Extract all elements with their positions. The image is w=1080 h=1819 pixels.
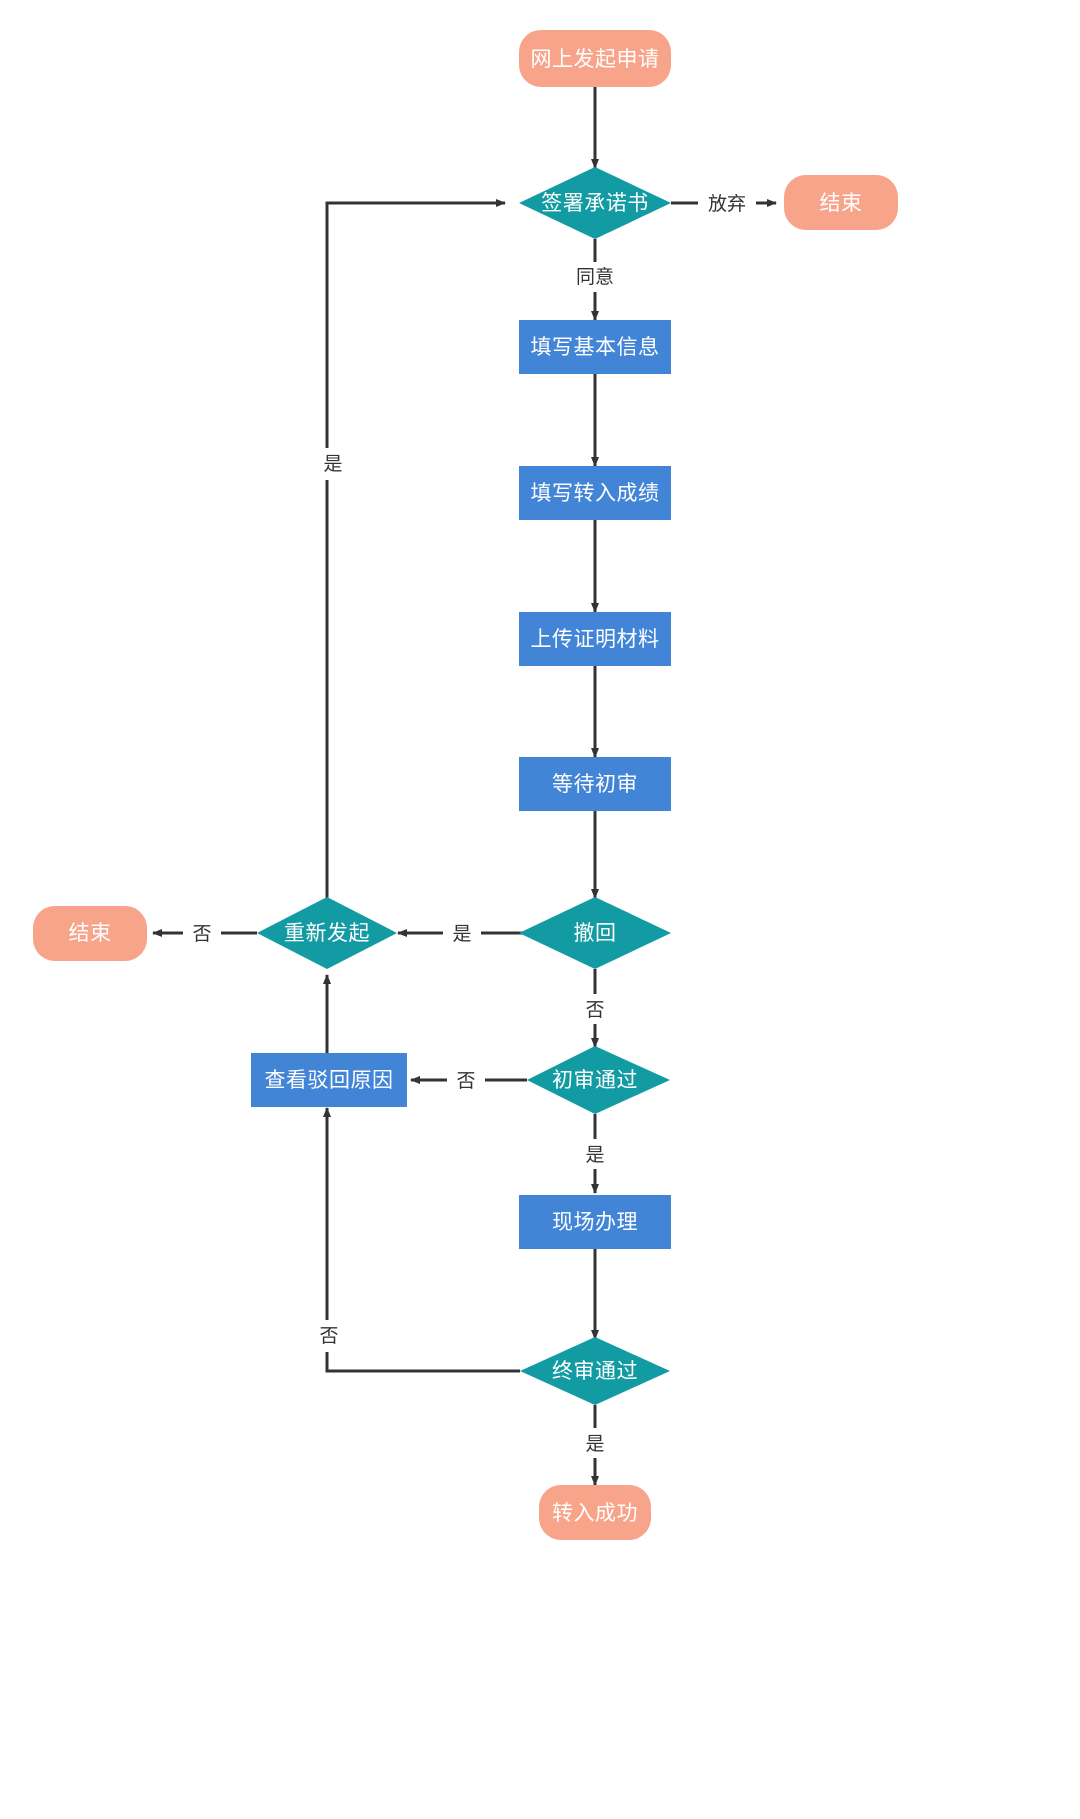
svg-text:放弃: 放弃 [708,193,746,215]
edge-label-restart-yes: 是 [308,448,346,480]
svg-text:终审通过: 终审通过 [552,1359,638,1383]
svg-text:等待初审: 等待初审 [552,772,638,796]
svg-text:初审通过: 初审通过 [552,1068,638,1092]
svg-text:填写基本信息: 填写基本信息 [531,335,660,359]
node-wait-first-review[interactable]: 等待初审 [519,757,671,811]
svg-text:网上发起申请: 网上发起申请 [531,47,660,71]
edge-label-first-pass-yes: 是 [576,1139,614,1169]
svg-text:是: 是 [585,1144,604,1166]
node-onsite-processing[interactable]: 现场办理 [519,1195,671,1249]
edge-restart-to-sign [325,199,506,898]
edge-label-restart-no: 否 [183,918,221,948]
node-restart-application[interactable]: 重新发起 [257,897,397,969]
edge-label-final-pass-no: 否 [308,1320,346,1352]
node-first-review-passed[interactable]: 初审通过 [527,1046,670,1114]
svg-text:重新发起: 重新发起 [284,921,370,945]
edge-label-withdraw-yes: 是 [443,918,481,948]
nodes-layer: 网上发起申请 签署承诺书 结束 填写基本信息 填写转入成绩 [33,30,898,1540]
node-start[interactable]: 网上发起申请 [519,30,671,87]
svg-text:否: 否 [456,1070,475,1092]
node-fill-transfer-grades[interactable]: 填写转入成绩 [519,466,671,520]
node-fill-basic-info[interactable]: 填写基本信息 [519,320,671,374]
svg-text:填写转入成绩: 填写转入成绩 [531,481,660,505]
svg-text:结束: 结束 [69,921,112,945]
edge-label-withdraw-no: 否 [576,994,614,1024]
node-end-abandon[interactable]: 结束 [784,175,898,230]
node-view-rejection-reason[interactable]: 查看驳回原因 [251,1053,407,1107]
svg-text:同意: 同意 [576,266,614,288]
edge-label-first-pass-no: 否 [447,1065,485,1095]
svg-text:查看驳回原因: 查看驳回原因 [265,1068,394,1092]
node-end-reject[interactable]: 结束 [33,906,147,961]
edges-layer [152,87,777,1486]
node-sign-commitment[interactable]: 签署承诺书 [519,167,671,239]
node-final-review-passed[interactable]: 终审通过 [520,1337,670,1405]
edge-label-final-pass-yes: 是 [576,1428,614,1458]
svg-text:否: 否 [319,1325,338,1347]
svg-text:撤回: 撤回 [574,921,617,945]
edge-labels-layer: 放弃 同意 是 否 否 是 [183,188,756,1458]
svg-text:转入成功: 转入成功 [552,1501,638,1525]
svg-text:上传证明材料: 上传证明材料 [531,627,660,651]
edge-label-agree: 同意 [566,262,624,292]
svg-text:否: 否 [585,999,604,1021]
node-transfer-success[interactable]: 转入成功 [539,1485,651,1540]
node-upload-documents[interactable]: 上传证明材料 [519,612,671,666]
svg-text:是: 是 [452,923,471,945]
svg-text:是: 是 [585,1433,604,1455]
svg-text:现场办理: 现场办理 [552,1210,638,1234]
svg-text:否: 否 [192,923,211,945]
edge-label-abandon: 放弃 [698,188,756,218]
svg-text:结束: 结束 [820,191,863,215]
edge-final-pass-to-view-reason [323,1107,520,1373]
svg-text:签署承诺书: 签署承诺书 [541,191,649,215]
svg-text:是: 是 [323,453,342,475]
node-withdraw[interactable]: 撤回 [519,897,671,969]
